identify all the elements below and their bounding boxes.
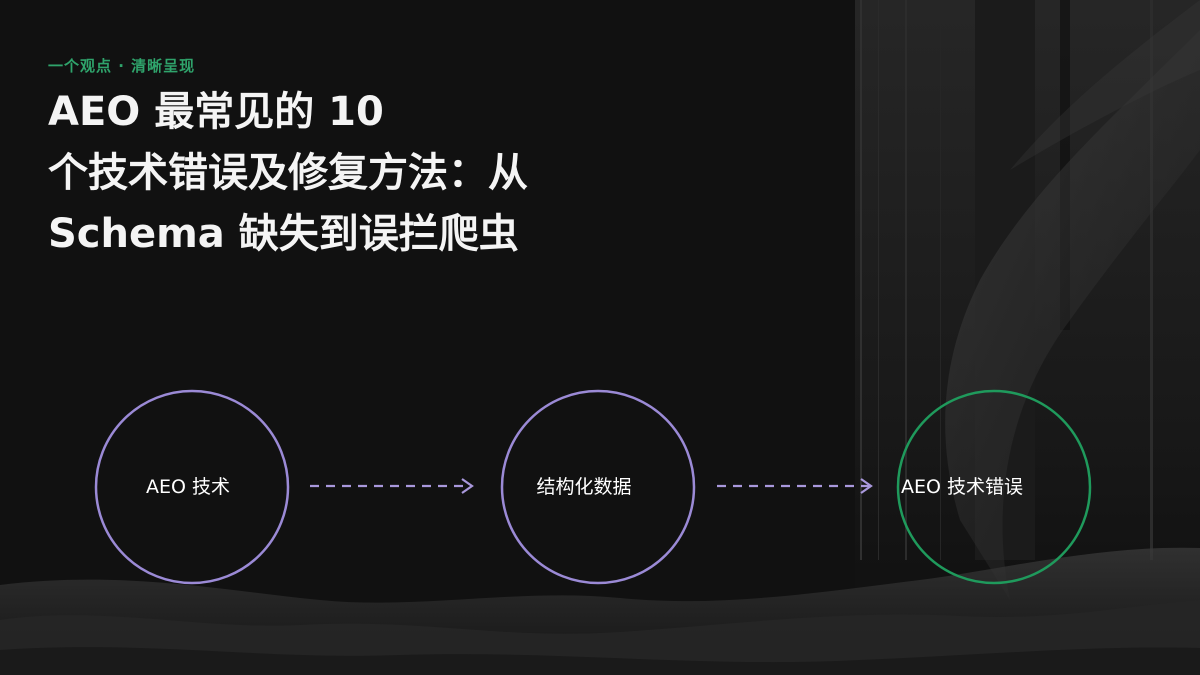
flow-node-1: AEO 技术 [94,389,290,585]
node-label: AEO 技术 [146,476,230,498]
background-pillar [1060,0,1070,330]
flow-node-3: AEO 技术错误 [896,389,1092,585]
background-stripe [878,0,879,560]
page-title: AEO 最常见的 10 个技术错误及修复方法：从 Schema 缺失到误拦爬虫 [48,82,688,265]
title-line: Schema 缺失到误拦爬虫 [48,211,519,257]
arrowhead [461,478,474,494]
node-circle [94,389,290,585]
title-line: AEO 最常见的 10 [48,89,384,135]
arrowhead [860,478,873,494]
node-circle [500,389,696,585]
node-circle [896,389,1092,585]
flow-arrow-2 [717,478,873,494]
title-line: 个技术错误及修复方法：从 [48,150,528,196]
background-ribbon [1010,0,1200,170]
background-ribbon [945,30,1200,600]
eyebrow-label: 一个观点 · 清晰呈现 [48,57,196,75]
flow-node-2: 结构化数据 [500,389,696,585]
background-stripe [905,0,907,560]
node-label: AEO 技术错误 [901,476,1023,498]
node-label: 结构化数据 [536,476,631,498]
background-dunes [0,647,1200,675]
background-stripe [940,0,941,560]
background-stripe [860,0,862,560]
background-stripe [1150,0,1153,560]
flow-arrow-1 [310,478,474,494]
